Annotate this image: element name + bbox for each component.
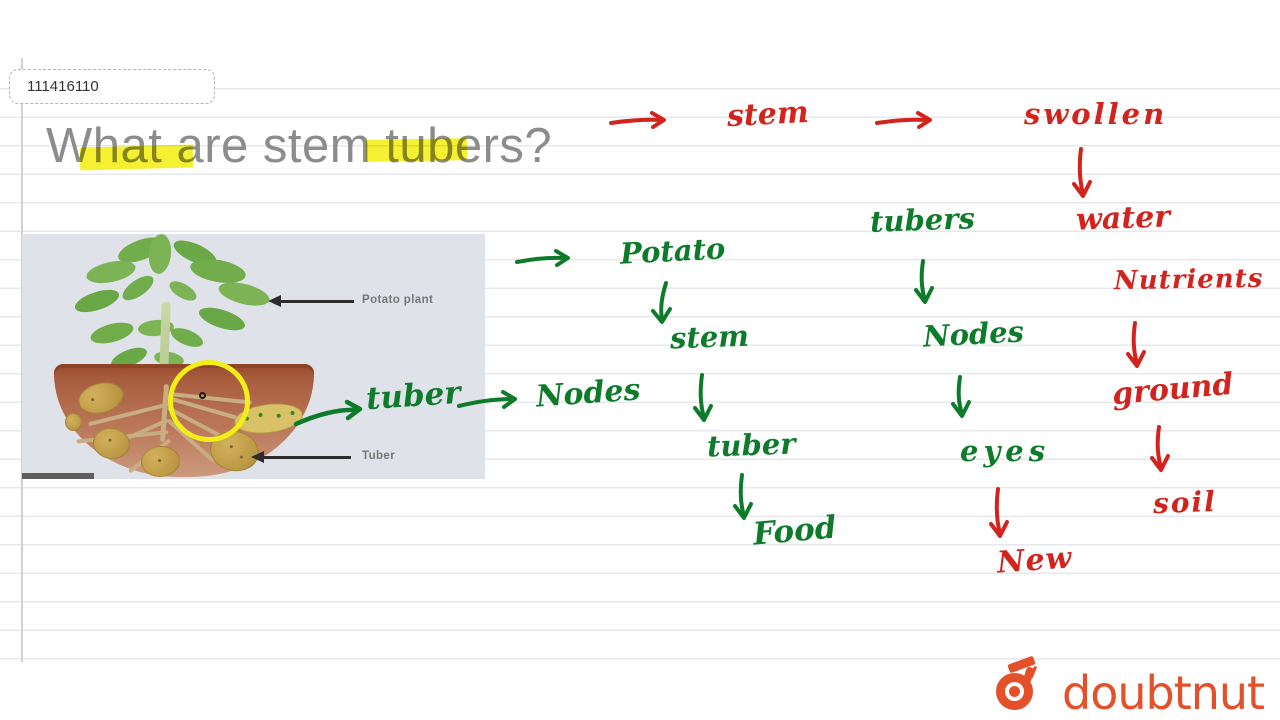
yellow-highlight [79, 144, 194, 171]
leaf [216, 278, 272, 310]
yellow-circle-annotation [168, 360, 250, 442]
figure-scale-bar [22, 473, 94, 479]
leaf [196, 303, 248, 335]
arrow-tuber-to-nodes [457, 390, 517, 409]
note-nodes-left: Nodes [534, 372, 642, 415]
note-water: water [1075, 199, 1171, 238]
arrow-tuber-to-food [733, 473, 753, 520]
node-marker-dot [199, 392, 206, 399]
note-potato: Potato [619, 231, 727, 271]
plant-label: Potato plant [362, 294, 434, 306]
arrow-nodes-to-eyes [951, 375, 971, 418]
arrow-ground-to-soil [1150, 425, 1170, 472]
logo-ring [996, 673, 1033, 710]
question-id-badge: 111416110 [9, 69, 215, 104]
arrow-swollen-to-water [1072, 147, 1092, 198]
note-food: Food [751, 509, 838, 553]
leaf [84, 257, 138, 287]
tuber-arrow-line [263, 456, 351, 459]
yellow-highlight [365, 138, 468, 162]
note-tuber-mid: tuber [706, 426, 797, 464]
note-new: New [995, 540, 1074, 581]
arrow-right-to-stem [609, 111, 666, 129]
tuber-label: Tuber [362, 450, 396, 462]
potato-tuber [65, 413, 82, 431]
leaf [88, 318, 136, 348]
note-tubers: tubers [869, 201, 976, 239]
leaf [72, 285, 122, 317]
arrow-potato-to-stem [651, 281, 672, 324]
arrow-stem-to-swollen [875, 111, 932, 129]
arrow-right-to-potato [515, 249, 570, 267]
note-eyes: eyes [960, 434, 1051, 468]
tuber-arrowhead [251, 451, 264, 463]
arrow-stem-to-tuber [693, 373, 713, 422]
arrow-image-to-tuber [293, 399, 363, 427]
note-nodes-center: Nodes [922, 314, 1025, 354]
potato-plant-illustration: Potato plant Tuber [22, 234, 485, 479]
plant-arrow-line [280, 300, 354, 303]
leaf [166, 277, 200, 305]
arrow-eyes-to-new [989, 487, 1009, 538]
question-id: 111416110 [27, 78, 99, 95]
note-swollen: swollen [1024, 97, 1168, 131]
doubtnut-logo-icon [996, 655, 1040, 720]
plant-arrowhead [268, 295, 281, 307]
note-nutrients: Nutrients [1113, 263, 1264, 297]
arrow-nutrients-to-ground [1126, 321, 1146, 368]
note-stem: stem [726, 94, 810, 135]
logo-dot [1009, 686, 1020, 697]
leaf [168, 324, 206, 351]
note-tuber-img: tuber [364, 374, 462, 418]
arrow-tubers-to-nodes [914, 259, 934, 304]
doubtnut-wordmark: doubtnut [1062, 666, 1265, 720]
note-soil: soil [1152, 484, 1218, 521]
